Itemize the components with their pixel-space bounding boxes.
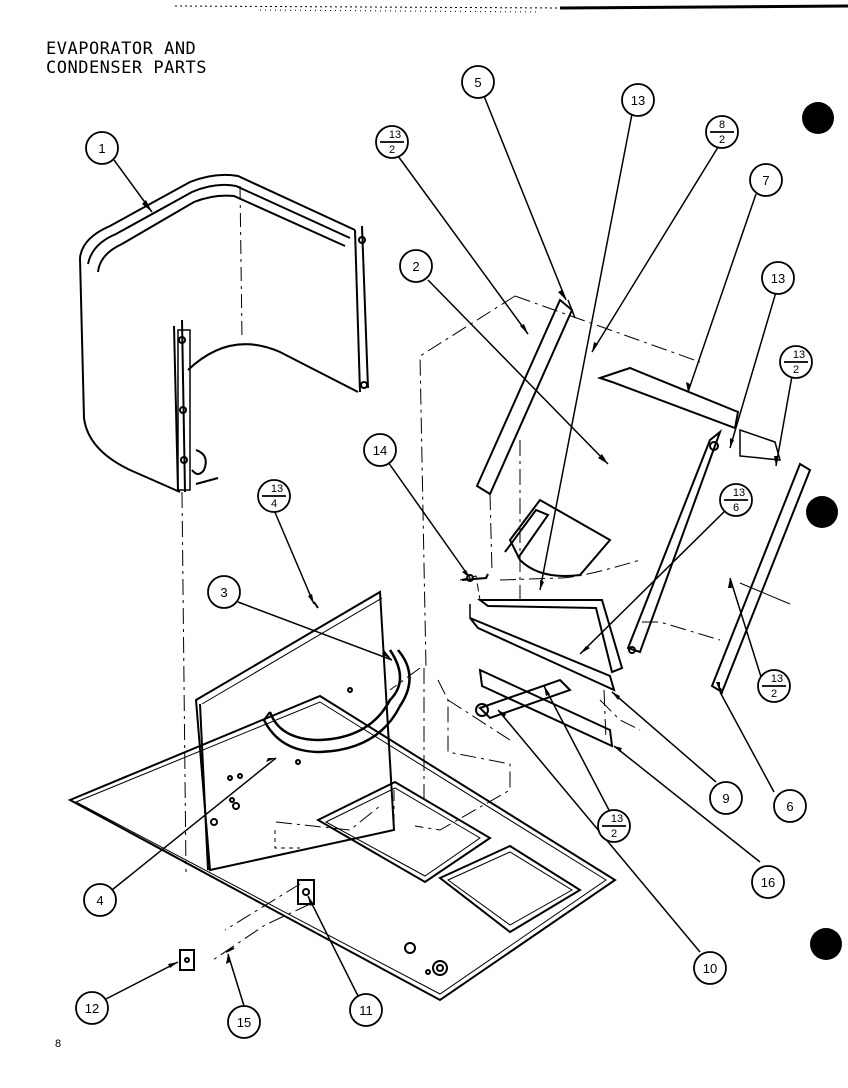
callout-4: 4 — [83, 883, 117, 917]
callout-2: 2 — [399, 249, 433, 283]
svg-text:13: 13 — [771, 271, 785, 286]
punch-hole-middle — [806, 496, 838, 528]
title-line-2: CONDENSER PARTS — [46, 58, 208, 78]
svg-text:11: 11 — [359, 1003, 373, 1018]
callout-14: 14 — [363, 433, 397, 467]
callout-leaders — [103, 95, 793, 1007]
screw-14 — [461, 573, 489, 581]
callout-13-6: 13 6 — [719, 483, 753, 517]
callout-13-2-right: 13 2 — [779, 345, 813, 379]
tube-part — [262, 649, 411, 754]
svg-text:16: 16 — [761, 875, 775, 890]
assembly-guide-lines — [181, 295, 791, 963]
callout-13-right: 13 — [761, 261, 795, 295]
callout-13-2-top-left: 13 2 — [375, 125, 409, 159]
svg-text:5: 5 — [474, 75, 481, 90]
svg-text:13: 13 — [631, 93, 645, 108]
hardware-items — [179, 573, 489, 971]
svg-text:7: 7 — [762, 173, 769, 188]
callout-7: 7 — [749, 163, 783, 197]
callout-13-2-mid-right: 13 2 — [757, 669, 791, 703]
callout-11: 11 — [349, 993, 383, 1027]
svg-text:2: 2 — [771, 688, 777, 700]
wrapper-cabinet-part — [79, 173, 369, 493]
svg-text:3: 3 — [220, 585, 227, 600]
svg-text:2: 2 — [793, 364, 799, 376]
punch-hole-bottom — [810, 928, 842, 960]
svg-text:6: 6 — [786, 799, 793, 814]
screw-13-4 — [313, 601, 319, 609]
callout-13-2-bottom: 13 2 — [597, 809, 631, 843]
screw-15 — [225, 947, 235, 953]
svg-text:9: 9 — [722, 791, 729, 806]
page-number: 8 — [55, 1038, 62, 1050]
base-pan-part — [67, 694, 617, 1002]
callout-8-2: 8 2 — [705, 115, 739, 149]
callout-9: 9 — [709, 781, 743, 815]
svg-text:6: 6 — [733, 502, 739, 514]
callout-16: 16 — [751, 865, 785, 899]
callout-5: 5 — [461, 65, 495, 99]
svg-text:8: 8 — [719, 119, 725, 131]
svg-text:10: 10 — [703, 961, 717, 976]
title-line-1: EVAPORATOR AND — [46, 39, 197, 59]
svg-text:2: 2 — [719, 134, 725, 146]
svg-text:1: 1 — [98, 141, 105, 156]
leader-arrowheads — [142, 200, 778, 968]
bracket-11 — [297, 879, 315, 905]
svg-text:13: 13 — [771, 673, 783, 685]
svg-text:12: 12 — [85, 1001, 99, 1016]
svg-text:2: 2 — [412, 259, 419, 274]
callout-1: 1 — [85, 131, 119, 165]
svg-text:13: 13 — [733, 487, 745, 499]
scan-noise-top — [174, 4, 848, 13]
svg-text:13: 13 — [389, 129, 401, 141]
callout-10: 10 — [693, 951, 727, 985]
svg-text:2: 2 — [389, 144, 395, 156]
callout-15: 15 — [227, 1005, 261, 1039]
callout-12: 12 — [75, 991, 109, 1025]
callout-6-left: 6 — [773, 789, 807, 823]
callout-3: 3 — [207, 575, 241, 609]
svg-text:2: 2 — [611, 828, 617, 840]
svg-text:4: 4 — [271, 498, 277, 510]
bracket-12 — [179, 949, 195, 971]
svg-text:4: 4 — [96, 893, 103, 908]
svg-text:13: 13 — [271, 483, 283, 495]
svg-text:13: 13 — [611, 813, 623, 825]
punch-hole-top — [802, 102, 834, 134]
svg-text:14: 14 — [373, 443, 387, 458]
partition-panel-part — [194, 590, 396, 872]
callout-13-top: 13 — [621, 83, 655, 117]
svg-text:15: 15 — [237, 1015, 251, 1030]
callout-13-4: 13 4 — [257, 479, 291, 513]
svg-text:13: 13 — [793, 349, 805, 361]
